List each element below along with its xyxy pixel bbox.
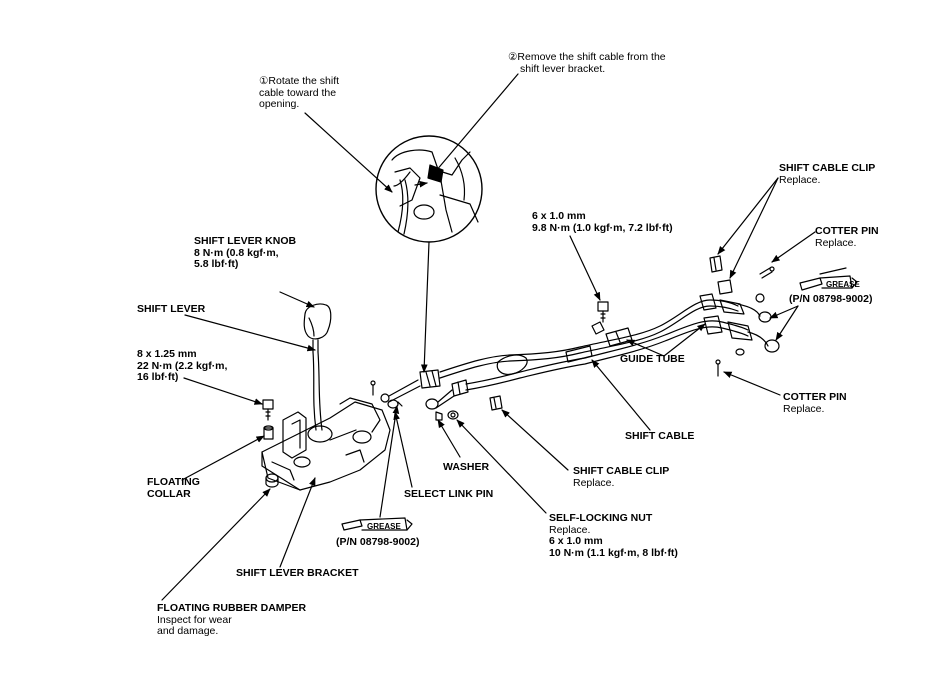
guide-tube-label: GUIDE TUBE [620, 353, 685, 365]
shift-lever-bracket-label: SHIFT LEVER BRACKET [236, 567, 359, 579]
shift-cable-clip-upper-drawing [709, 255, 733, 295]
grease-tag-left: GREASE [367, 522, 401, 531]
step2-leader [429, 73, 519, 179]
floating-collar-label: FLOATING COLLAR [147, 476, 200, 500]
floating-collar-drawing [263, 425, 274, 440]
shift-lever-knob-drawing [303, 303, 332, 353]
shift-cable-clip-lower-drawing [489, 395, 503, 411]
grease-tag-right: GREASE [826, 280, 860, 289]
shift-lever-label: SHIFT LEVER [137, 303, 206, 315]
cotter-pin-lower-drawing [715, 359, 721, 377]
step1-leader [304, 112, 393, 193]
grease-tube-left-drawing [341, 517, 413, 531]
cotter-pin-upper-label: COTTER PIN Replace. [815, 225, 879, 249]
shift-lever-knob-label: SHIFT LEVER KNOB 8 N·m (0.8 kgf·m, 5.8 l… [194, 235, 297, 270]
step1-text: ①Rotate the shift cable toward the openi… [259, 75, 340, 110]
select-link-pin-label: SELECT LINK PIN [404, 488, 494, 500]
grease-pn-right: (P/N 08798-9002) [789, 293, 873, 305]
bolt-left-drawing [262, 399, 274, 421]
shift-cable-clip-upper-label: SHIFT CABLE CLIP Replace. [779, 162, 876, 186]
floating-rubber-damper-drawing [265, 473, 279, 488]
cotter-pin-lower-label: COTTER PIN Replace. [783, 391, 847, 415]
self-locking-nut-label: SELF-LOCKING NUT Replace. 6 x 1.0 mm 10 … [549, 512, 678, 559]
cotter-pin-upper-drawing [759, 266, 775, 279]
shift-cable-label: SHIFT CABLE [625, 430, 695, 442]
cable-ends-left-drawing [370, 369, 469, 421]
grease-tube-right-drawing [799, 267, 858, 291]
bolt-spec-right-label: 6 x 1.0 mm 9.8 N·m (1.0 kgf·m, 7.2 lbf·f… [532, 210, 673, 234]
bolt-spec-left-label: 8 x 1.25 mm 22 N·m (2.2 kgf·m, 16 lbf·ft… [137, 348, 228, 383]
cable-runs-drawing [439, 293, 780, 391]
bolt-right-drawing [591, 301, 609, 335]
shift-lever-bracket-drawing [261, 397, 391, 491]
floating-rubber-damper-label: FLOATING RUBBER DAMPER Inspect for wear … [157, 602, 307, 637]
step2-text: ②Remove the shift cable from the shift l… [508, 51, 666, 75]
shift-lever-drawing [312, 351, 323, 431]
washer-label: WASHER [443, 461, 490, 473]
detail-circle [375, 135, 483, 243]
grease-pn-left: (P/N 08798-9002) [336, 536, 420, 548]
shift-cable-clip-lower-label: SHIFT CABLE CLIP Replace. [573, 465, 670, 489]
